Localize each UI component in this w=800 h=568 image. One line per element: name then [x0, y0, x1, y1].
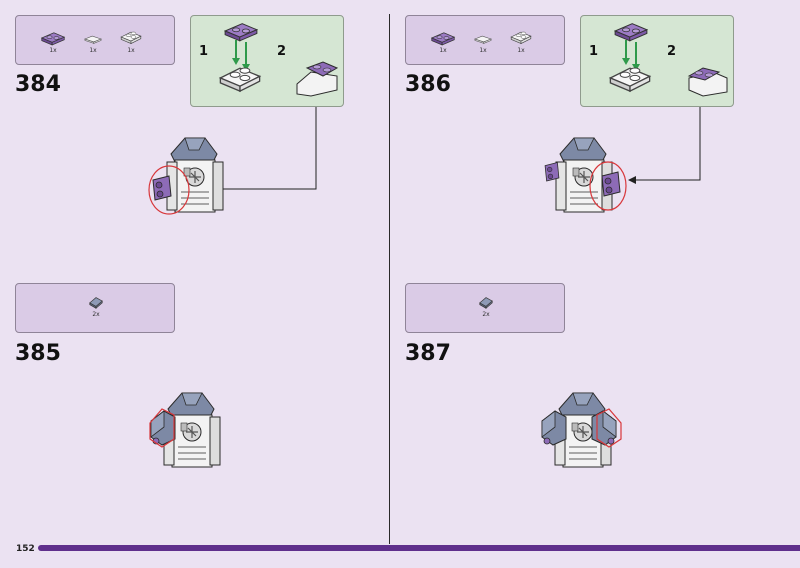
step-number: 387 [405, 341, 451, 366]
part-quantity: 1x [517, 47, 525, 54]
substep-2-illustration [687, 67, 728, 97]
subassembly-callout-386: 1 2 [580, 15, 734, 107]
build-model-386 [544, 137, 627, 213]
white-wedge-plate-icon [118, 28, 144, 46]
part-item: 1x [78, 32, 108, 54]
parts-callout-387: 2x [405, 283, 565, 333]
substep-1-illustration [609, 23, 651, 92]
part-quantity: 1x [49, 47, 57, 54]
parts-callout-386: 1x 1x 1x [405, 15, 565, 65]
sand-blue-slope-icon [477, 294, 495, 310]
part-item: 1x [38, 30, 68, 54]
sand-blue-slope-icon [87, 294, 105, 310]
substep-1-illustration [219, 23, 261, 92]
build-model-385 [149, 392, 221, 468]
build-model-384 [148, 137, 224, 215]
part-quantity: 1x [89, 47, 97, 54]
part-quantity: 1x [127, 47, 135, 54]
part-quantity: 2x [92, 311, 100, 318]
page-divider [389, 14, 390, 544]
substep-number: 2 [667, 44, 677, 59]
white-tile-icon [472, 32, 494, 46]
substep-2-illustration [296, 61, 339, 97]
build-model-387 [541, 392, 622, 468]
white-wedge-plate-icon [508, 28, 534, 46]
part-item: 1x [116, 28, 146, 54]
part-quantity: 2x [482, 311, 490, 318]
parts-callout-385: 2x [15, 283, 175, 333]
part-quantity: 1x [439, 47, 447, 54]
subassembly-callout-384: 1 2 [190, 15, 344, 107]
part-item: 1x [428, 30, 458, 54]
part-quantity: 1x [479, 47, 487, 54]
step-number: 385 [15, 341, 61, 366]
page-number: 152 [16, 544, 35, 554]
step-number: 386 [405, 72, 451, 97]
purple-plate-icon [430, 30, 456, 46]
part-item: 2x [471, 294, 501, 318]
substep-number: 1 [589, 44, 599, 59]
parts-callout-384: 1x 1x 1x [15, 15, 175, 65]
substep-number: 2 [277, 44, 287, 59]
part-item: 1x [468, 32, 498, 54]
progress-bar [38, 545, 800, 551]
step-number: 384 [15, 72, 61, 97]
white-tile-icon [82, 32, 104, 46]
substep-number: 1 [199, 44, 209, 59]
purple-plate-icon [40, 30, 66, 46]
part-item: 1x [506, 28, 536, 54]
part-item: 2x [81, 294, 111, 318]
